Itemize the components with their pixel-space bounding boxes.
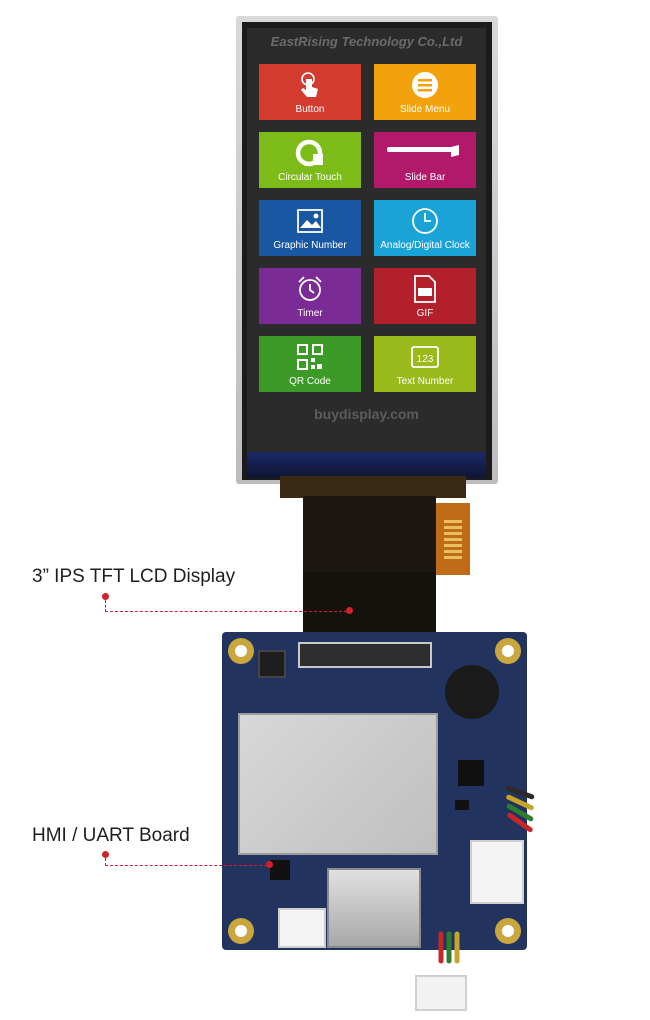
number-box-icon: 123 — [374, 342, 476, 372]
circular-touch-icon — [259, 138, 361, 168]
touch-hand-icon — [259, 70, 361, 100]
tile-circular-touch[interactable]: Circular Touch — [259, 132, 361, 188]
callout-dot — [102, 851, 109, 858]
tile-button[interactable]: Button — [259, 64, 361, 120]
mounting-hole — [495, 638, 521, 664]
tile-slide-bar[interactable]: Slide Bar — [374, 132, 476, 188]
board-callout-label: HMI / UART Board — [32, 825, 190, 846]
regulator-chip — [458, 760, 484, 786]
tile-label: Circular Touch — [278, 172, 342, 183]
sd-card-slot — [327, 868, 421, 948]
gif-file-icon — [374, 274, 476, 304]
lcd-backlight-edge — [247, 452, 486, 478]
tile-label: Timer — [297, 308, 323, 319]
wire-green — [446, 931, 452, 964]
callout-line — [105, 611, 347, 612]
inductor — [258, 650, 286, 678]
tile-slide-menu[interactable]: Slide Menu — [374, 64, 476, 120]
mounting-hole — [228, 918, 254, 944]
qr-code-icon — [259, 342, 361, 372]
tile-label: QR Code — [289, 376, 331, 387]
callout-line — [105, 600, 106, 612]
slide-bar-icon — [374, 138, 476, 168]
tile-graphic-number[interactable]: Graphic Number — [259, 200, 361, 256]
ic-chip — [455, 800, 469, 810]
callout-line — [105, 858, 106, 866]
wire-red — [438, 931, 444, 964]
tile-label: Slide Bar — [404, 172, 446, 183]
tile-label: Analog/Digital Clock — [380, 240, 470, 251]
display-callout-label: 3” IPS TFT LCD Display — [32, 566, 236, 587]
tile-text-number[interactable]: 123 Text Number — [374, 336, 476, 392]
svg-text:123: 123 — [417, 354, 434, 365]
screen-brand-title: EastRising Technology Co.,Ltd — [270, 34, 463, 49]
callout-dot — [266, 861, 273, 868]
lcd-screen: EastRising Technology Co.,Ltd Button Sli… — [247, 28, 486, 452]
slide-menu-icon — [374, 70, 476, 100]
connector-con1 — [470, 840, 524, 904]
flex-cable-pins — [444, 520, 462, 562]
callout-dot — [102, 593, 109, 600]
rf-shield — [238, 713, 438, 855]
mounting-hole — [228, 638, 254, 664]
tile-label: Slide Menu — [399, 104, 451, 115]
tile-analog-digital-clock[interactable]: Analog/Digital Clock — [374, 200, 476, 256]
mounting-hole — [495, 918, 521, 944]
fpc-connector — [298, 642, 432, 668]
wire-yellow — [454, 931, 460, 964]
tile-label: Text Number — [396, 376, 454, 387]
clock-icon — [374, 206, 476, 236]
callout-dot — [346, 607, 353, 614]
buzzer — [445, 665, 499, 719]
alarm-clock-icon — [259, 274, 361, 304]
picture-icon — [259, 206, 361, 236]
callout-line — [105, 865, 267, 866]
tile-timer[interactable]: Timer — [259, 268, 361, 324]
tile-label: GIF — [416, 308, 434, 319]
screen-watermark: buydisplay.com — [314, 406, 419, 422]
flex-cable-top — [280, 476, 466, 498]
wire-plug — [415, 975, 467, 1011]
ic-chip — [270, 860, 290, 880]
connector-con2 — [278, 908, 326, 948]
tile-label: Button — [295, 104, 325, 115]
tile-gif[interactable]: GIF — [374, 268, 476, 324]
flex-cable-lower — [303, 572, 436, 634]
tile-qr-code[interactable]: QR Code — [259, 336, 361, 392]
tile-label: Graphic Number — [273, 240, 347, 251]
